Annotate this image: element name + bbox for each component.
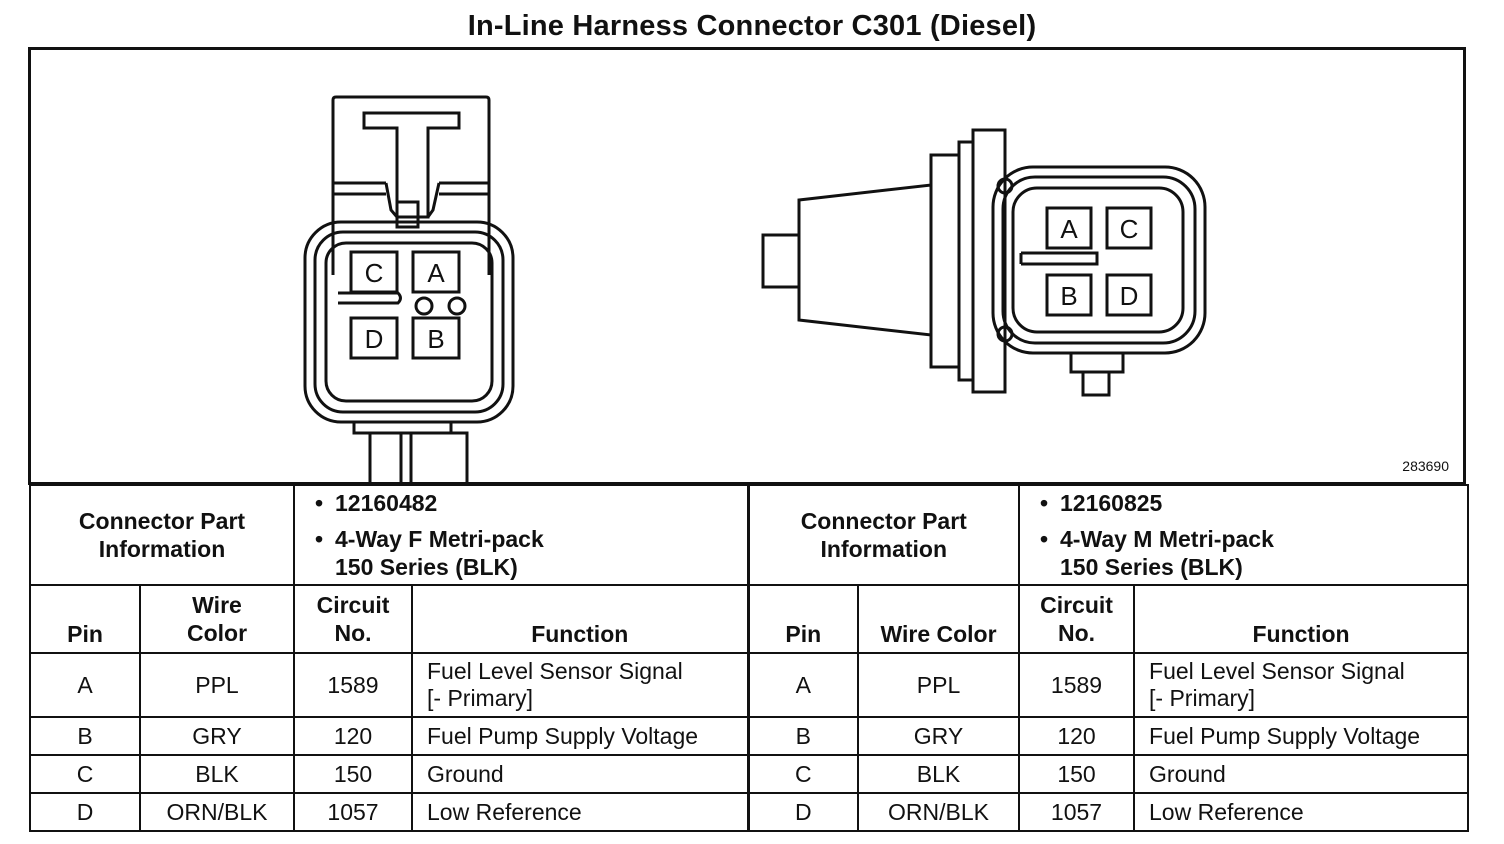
pin-cell: B: [746, 716, 860, 756]
left-part-info: 12160482 4-Way F Metri-pack 150 Series (…: [292, 484, 750, 586]
header-pin-right: Pin: [746, 584, 860, 654]
left-part-number: 12160482: [315, 489, 747, 517]
function-cell: Low Reference: [410, 792, 750, 832]
wire-color-cell: BLK: [139, 754, 295, 794]
right-pin-label-top-1: A: [1060, 214, 1078, 244]
function-line-1: Fuel Level Sensor Signal: [427, 658, 683, 684]
right-part-desc-2: 150 Series (BLK): [1060, 554, 1243, 580]
wire-color-cell: ORN/BLK: [139, 792, 295, 832]
connector-pinout-table: Connector Part Information 12160482 4-Wa…: [29, 484, 1470, 832]
pin-cell: B: [29, 716, 141, 756]
table-row: B GRY 120 Fuel Pump Supply Voltage B GRY…: [29, 716, 1470, 756]
function-line-2: [- Primary]: [1149, 685, 1256, 711]
pin-cell: D: [29, 792, 141, 832]
right-part-info: 12160825 4-Way M Metri-pack 150 Series (…: [1018, 484, 1470, 586]
header-function-left: Function: [410, 584, 750, 654]
circuit-cell: 1589: [1018, 652, 1136, 718]
left-pin-label-bottom-1: D: [365, 324, 384, 354]
pin-cell: D: [746, 792, 860, 832]
circuit-cell: 1057: [1018, 792, 1136, 832]
header-wire-color-right: Wire Color: [857, 584, 1021, 654]
function-cell: Fuel Level Sensor Signal [- Primary]: [410, 652, 750, 718]
right-pin-label-top-2: C: [1120, 214, 1139, 244]
right-info-label-text: Connector Part Information: [800, 508, 967, 562]
header-function-right: Function: [1133, 584, 1470, 654]
wire-color-cell: ORN/BLK: [857, 792, 1021, 832]
left-pin-label-top-2: A: [427, 258, 445, 288]
wire-color-cell: PPL: [857, 652, 1021, 718]
function-cell: Fuel Pump Supply Voltage: [1133, 716, 1470, 756]
left-info-label-text: Connector Part Information: [78, 508, 246, 562]
right-part-desc-1: 4-Way M Metri-pack: [1040, 525, 1467, 553]
circuit-cell: 120: [1018, 716, 1136, 756]
function-cell: Fuel Level Sensor Signal [- Primary]: [1133, 652, 1470, 718]
connector-drawings: C A D B: [303, 95, 1207, 482]
header-pin-left: Pin: [29, 584, 141, 654]
circuit-cell: 1589: [293, 652, 413, 718]
right-pin-label-bottom-1: B: [1060, 281, 1077, 311]
connector-diagram-panel: C A D B: [28, 47, 1466, 485]
table-row: A PPL 1589 Fuel Level Sensor Signal [- P…: [29, 652, 1470, 718]
diagram-title: In-Line Harness Connector C301 (Diesel): [467, 10, 1037, 42]
function-cell: Fuel Pump Supply Voltage: [410, 716, 750, 756]
column-header-row: Pin Wire Color Circuit No. Function Pin …: [29, 584, 1470, 654]
header-circuit-right: Circuit No.: [1018, 584, 1136, 654]
connector-info-row: Connector Part Information 12160482 4-Wa…: [29, 484, 1470, 586]
circuit-cell: 1057: [293, 792, 413, 832]
header-wire-color-left-text: Wire Color: [186, 592, 248, 646]
left-part-desc-1: 4-Way F Metri-pack: [315, 525, 747, 553]
wire-color-cell: GRY: [857, 716, 1021, 756]
left-pin-label-top-1: C: [365, 258, 384, 288]
function-line-1: Fuel Level Sensor Signal: [1149, 658, 1405, 684]
pin-cell: C: [29, 754, 141, 794]
function-cell: Low Reference: [1133, 792, 1470, 832]
function-line-2: [- Primary]: [427, 685, 534, 711]
pin-cell: C: [746, 754, 860, 794]
right-connector-drawing: A C B D: [761, 128, 1207, 397]
header-circuit-left-text: Circuit No.: [316, 592, 390, 646]
left-info-label: Connector Part Information: [29, 484, 295, 586]
right-pin-label-bottom-2: D: [1120, 281, 1139, 311]
pin-cell: A: [746, 652, 860, 718]
circuit-cell: 150: [293, 754, 413, 794]
function-cell: Ground: [1133, 754, 1470, 794]
left-part-desc-2: 150 Series (BLK): [335, 554, 518, 580]
figure-number: 283690: [1402, 458, 1449, 474]
circuit-cell: 150: [1018, 754, 1136, 794]
left-pin-label-bottom-2: B: [427, 324, 444, 354]
wire-color-cell: GRY: [139, 716, 295, 756]
right-part-number: 12160825: [1040, 489, 1467, 517]
function-cell: Ground: [410, 754, 750, 794]
wire-color-cell: PPL: [139, 652, 295, 718]
right-info-label: Connector Part Information: [746, 484, 1021, 586]
header-wire-color-left: Wire Color: [139, 584, 295, 654]
circuit-cell: 120: [293, 716, 413, 756]
table-row: C BLK 150 Ground C BLK 150 Ground: [29, 754, 1470, 794]
table-row: D ORN/BLK 1057 Low Reference D ORN/BLK 1…: [29, 792, 1470, 832]
pin-cell: A: [29, 652, 141, 718]
header-circuit-left: Circuit No.: [293, 584, 413, 654]
wire-color-cell: BLK: [857, 754, 1021, 794]
left-connector-drawing: C A D B: [303, 95, 515, 482]
header-circuit-right-text: Circuit No.: [1040, 592, 1113, 646]
